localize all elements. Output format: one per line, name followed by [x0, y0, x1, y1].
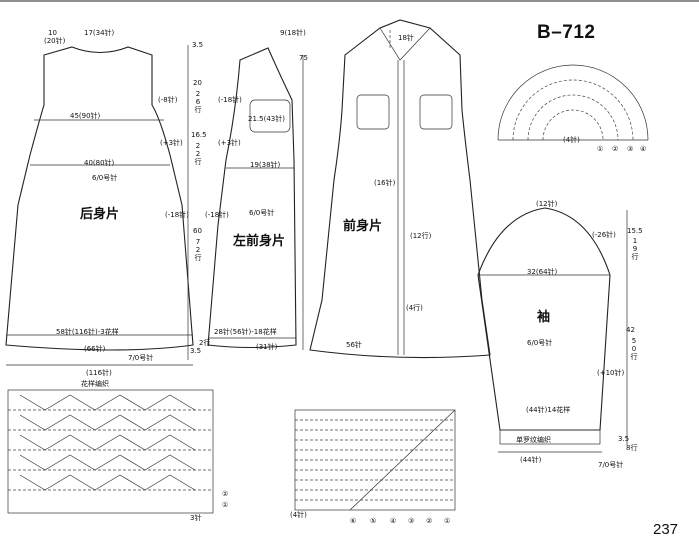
yoke-marker-3: ③ [627, 145, 634, 153]
left-front-outline [207, 47, 304, 350]
back-waist-lower: 40(80针) [84, 159, 115, 167]
front-shoulder: 9(18针) [280, 29, 306, 37]
dim-72-rows: 72行 [194, 238, 202, 261]
front-side-rows: (12行) [410, 232, 432, 240]
dim-75: 75 [299, 54, 308, 62]
stitch-chart-title: 花样编织 [81, 380, 109, 388]
dim-3-5: 3.5 [192, 41, 204, 49]
back-waist-upper: 45(90针) [70, 112, 101, 120]
front-collar: 18针 [398, 34, 414, 42]
mesh-circled-3: ③ [408, 517, 415, 525]
dim-60: 60 [193, 227, 202, 235]
sleeve-cuff-hook: 7/0号针 [598, 461, 624, 469]
sleeve-title: 袖 [537, 310, 551, 325]
front-hem-count: 28针(56针)-18花样 [214, 328, 277, 336]
back-neck-top-sub: (20针) [44, 37, 66, 45]
dim-22-rows: 22行 [194, 142, 202, 165]
sleeve-cuff-band: 单罗纹编织 [516, 436, 551, 444]
mesh-circled-1: ① [444, 517, 451, 525]
sleeve-cuff-rows: 8行 [626, 444, 638, 452]
front-side-dec: (-18针) [205, 211, 229, 219]
mesh-circled-4: ④ [390, 517, 397, 525]
mesh-circled-6: ⑥ [350, 517, 357, 525]
stitch-chart-mesh [294, 409, 456, 511]
back-piece-outline [5, 45, 194, 366]
back-piece-title: 后身片 [80, 207, 120, 222]
yoke-marker-2: ② [612, 145, 619, 153]
sleeve-cap: (12针) [536, 200, 558, 208]
front-neck: (-18针) [218, 96, 242, 104]
pattern-code: B–712 [537, 22, 596, 43]
front-hook-size: 6/0号针 [249, 209, 275, 217]
front-hem-count-2: 56针 [346, 341, 362, 349]
front-hem-width: (31针) [256, 343, 278, 351]
front-band-dec: (16针) [374, 179, 396, 187]
front-view-outline [309, 19, 491, 359]
front-pocket: 21.5(43针) [248, 115, 285, 123]
left-front-title: 左前身片 [233, 234, 286, 249]
mesh-circled-5: ⑤ [370, 517, 377, 525]
sleeve-cap-dec: (-26针) [592, 231, 616, 239]
back-hook-size: 6/0号针 [92, 174, 118, 182]
dim-16-5: 16.5 [191, 131, 207, 139]
back-hem-count: 58针(116针)-3花样 [56, 328, 119, 336]
dim-20: 20 [193, 79, 202, 87]
sleeve-cuff-height: 3.5 [618, 435, 630, 443]
yoke-marker-1: ① [597, 145, 604, 153]
back-shoulder-top: 17(34针) [84, 29, 115, 37]
back-side-dec: (-18针) [165, 211, 189, 219]
dim-26-rows: 26行 [194, 90, 202, 113]
mesh-circled-2: ② [426, 517, 433, 525]
yoke-label: (4针) [563, 136, 580, 144]
sleeve-cap-rows: 19行 [631, 237, 639, 260]
sleeve-length-rows: 50行 [630, 337, 638, 360]
front-waist: 19(38针) [250, 161, 281, 169]
back-neck-top: 10 [48, 29, 57, 37]
sleeve-cuff-count: (44针)14花样 [526, 406, 571, 414]
sleeve-outline [477, 207, 628, 453]
back-hem-hook: 7/0号针 [128, 354, 154, 362]
sleeve-cuff-width: (44针) [520, 456, 542, 464]
back-hem-width: (66针) [84, 345, 106, 353]
sleeve-hook-size: 6/0号针 [527, 339, 553, 347]
stitch-row-2: ② [222, 490, 229, 498]
dim-2-rows: 2行 [199, 339, 211, 347]
sleeve-length: 42 [626, 326, 635, 334]
sleeve-width: 32(64针) [527, 268, 558, 276]
dim-3-5-bottom: 3.5 [190, 347, 202, 355]
mesh-repeat: (4针) [290, 511, 307, 519]
stitch-chart [7, 389, 214, 514]
yoke-chart [497, 64, 649, 141]
front-piece-title: 前身片 [343, 219, 383, 234]
sleeve-cap-height: 15.5 [627, 227, 643, 235]
stitch-repeat: 3针 [190, 514, 202, 522]
back-armhole-dec: (-8针) [158, 96, 178, 104]
sleeve-inc: (+10针) [597, 369, 625, 377]
stitch-row-1: ① [222, 501, 229, 509]
yoke-marker-4: ④ [640, 145, 647, 153]
back-bottom-width: (116针) [86, 369, 112, 377]
front-armhole-inc: (+3针) [218, 139, 241, 147]
page-number: 237 [653, 521, 679, 538]
back-armhole-inc: (+3针) [160, 139, 183, 147]
front-hem-rows: (4行) [406, 304, 423, 312]
